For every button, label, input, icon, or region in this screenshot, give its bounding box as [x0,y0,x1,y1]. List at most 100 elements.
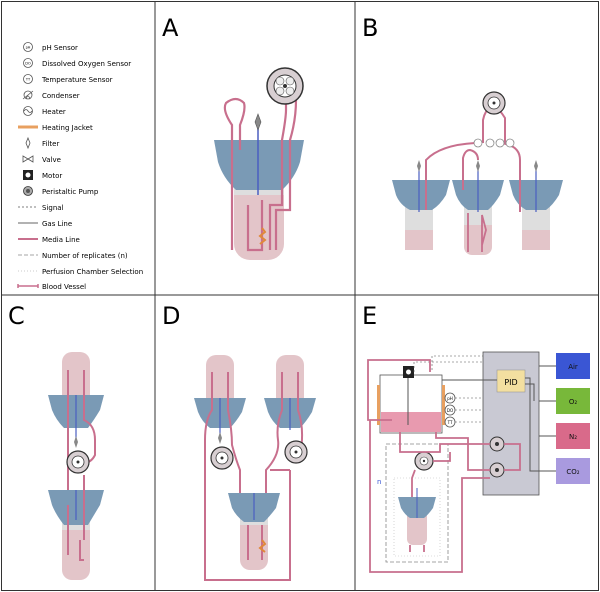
legend-item: pH pH Sensor [23,42,78,52]
panel-c-diagram [48,352,104,580]
svg-text:pH: pH [26,46,31,50]
filter-icon [218,432,222,444]
legend-item: Peristaltic Pump [23,186,99,196]
svg-text:Gas Line: Gas Line [42,220,72,228]
replicates-label: n [377,478,381,486]
svg-text:CO₂: CO₂ [566,468,579,476]
peristaltic-pump-icon [482,91,506,115]
svg-text:Valve: Valve [42,156,61,164]
filter-icon [254,113,262,131]
do-sensor-icon: DO [23,58,33,68]
replicates-box [385,443,449,563]
heating-jacket [258,227,267,245]
legend-item: Heating Jacket [18,124,93,132]
svg-text:Temperature Sensor: Temperature Sensor [41,76,113,84]
ph-sensor-icon: pH [444,392,456,404]
temperature-sensor-icon: TT [23,74,33,84]
panel-label-d: D [162,302,180,330]
panel-label-c: C [8,302,25,330]
gas-source-n2: N₂ [556,423,590,449]
svg-text:Number of replicates (n): Number of replicates (n) [42,252,128,260]
legend-item: Filter [25,136,59,150]
gas-source-o2: O₂ [556,388,590,414]
peristaltic-pump-icon [414,451,434,471]
chamber-selection-box [393,477,441,557]
legend-item: Heater [23,106,66,116]
panel-a-diagram [214,67,304,260]
filter-icon [74,436,78,448]
signal-line [413,355,483,423]
svg-text:Dissolved Oxygen Sensor: Dissolved Oxygen Sensor [42,60,131,68]
legend-item: DO Dissolved Oxygen Sensor [23,58,131,68]
svg-text:Air: Air [568,363,578,371]
filter-icon [417,160,421,172]
heating-jacket [258,539,267,553]
heating-jacket [377,385,380,425]
heater-icon [23,106,33,116]
chamber-unit [452,160,504,255]
sensor-group: pH DO TT [444,392,456,428]
filter-icon [476,160,480,172]
legend: pH pH Sensor DO Dissolved Oxygen Sensor … [17,42,143,291]
svg-text:TT: TT [447,420,453,425]
peristaltic-pump-icon [284,440,308,464]
legend-item: TT Temperature Sensor [23,74,113,84]
gas-source-co2: CO₂ [556,458,590,484]
legend-item: Number of replicates (n) [18,252,128,260]
svg-text:Heater: Heater [42,108,66,116]
svg-text:O₂: O₂ [569,398,578,406]
pid-label: PID [504,378,517,387]
svg-text:Media Line: Media Line [42,236,80,244]
panel-b-diagram [392,91,563,255]
svg-text:DO: DO [447,408,453,413]
heating-jacket-icon [18,125,38,129]
legend-item: Valve [22,155,61,164]
svg-text:Signal: Signal [42,204,64,212]
svg-text:Heating Jacket: Heating Jacket [42,124,93,132]
chamber-unit [509,160,563,250]
svg-text:pH Sensor: pH Sensor [42,44,78,52]
peristaltic-pump-icon [23,186,33,196]
chamber-unit [392,160,450,250]
legend-item: Perfusion Chamber Selection [18,268,143,276]
peristaltic-pump-icon [489,462,505,478]
panel-e-diagram: PID Air O₂ N₂ CO₂ [367,351,590,573]
legend-item: Media Line [18,236,80,244]
panel-label-e: E [362,302,377,330]
svg-text:Perfusion Chamber Selection: Perfusion Chamber Selection [42,268,143,276]
panel-label-b: B [362,14,378,42]
svg-text:Motor: Motor [42,172,62,180]
media-line [367,359,521,573]
peristaltic-pump-icon [210,446,234,470]
svg-text:DO: DO [25,62,31,66]
condenser-icon [22,90,34,100]
blood-vessel-icon [17,284,39,288]
svg-text:Peristaltic Pump: Peristaltic Pump [42,188,99,196]
legend-item: Gas Line [18,220,72,228]
media-line [223,97,298,252]
panel-d-diagram [194,355,316,581]
legend-item: Blood Vessel [17,283,86,291]
valve-icon [22,155,34,163]
motor-icon [23,170,33,180]
svg-text:N₂: N₂ [569,433,577,441]
svg-text:Blood Vessel: Blood Vessel [42,283,86,291]
filter-icon [534,160,538,172]
temperature-sensor-icon: TT [444,416,456,428]
valve-icon [473,138,515,148]
panel-label-a: A [162,14,179,42]
pid-controller [496,369,526,393]
legend-item: Signal [18,204,64,212]
motor-icon [403,366,414,378]
legend-item: Condenser [22,90,80,100]
peristaltic-pump-icon [66,450,90,474]
svg-text:Filter: Filter [42,140,59,148]
ph-sensor-icon: pH [23,42,33,52]
gas-source-air: Air [556,353,590,379]
filter-icon [25,136,31,150]
peristaltic-pump-icon [266,67,304,105]
svg-text:TT: TT [25,78,31,82]
svg-text:Condenser: Condenser [42,92,80,100]
